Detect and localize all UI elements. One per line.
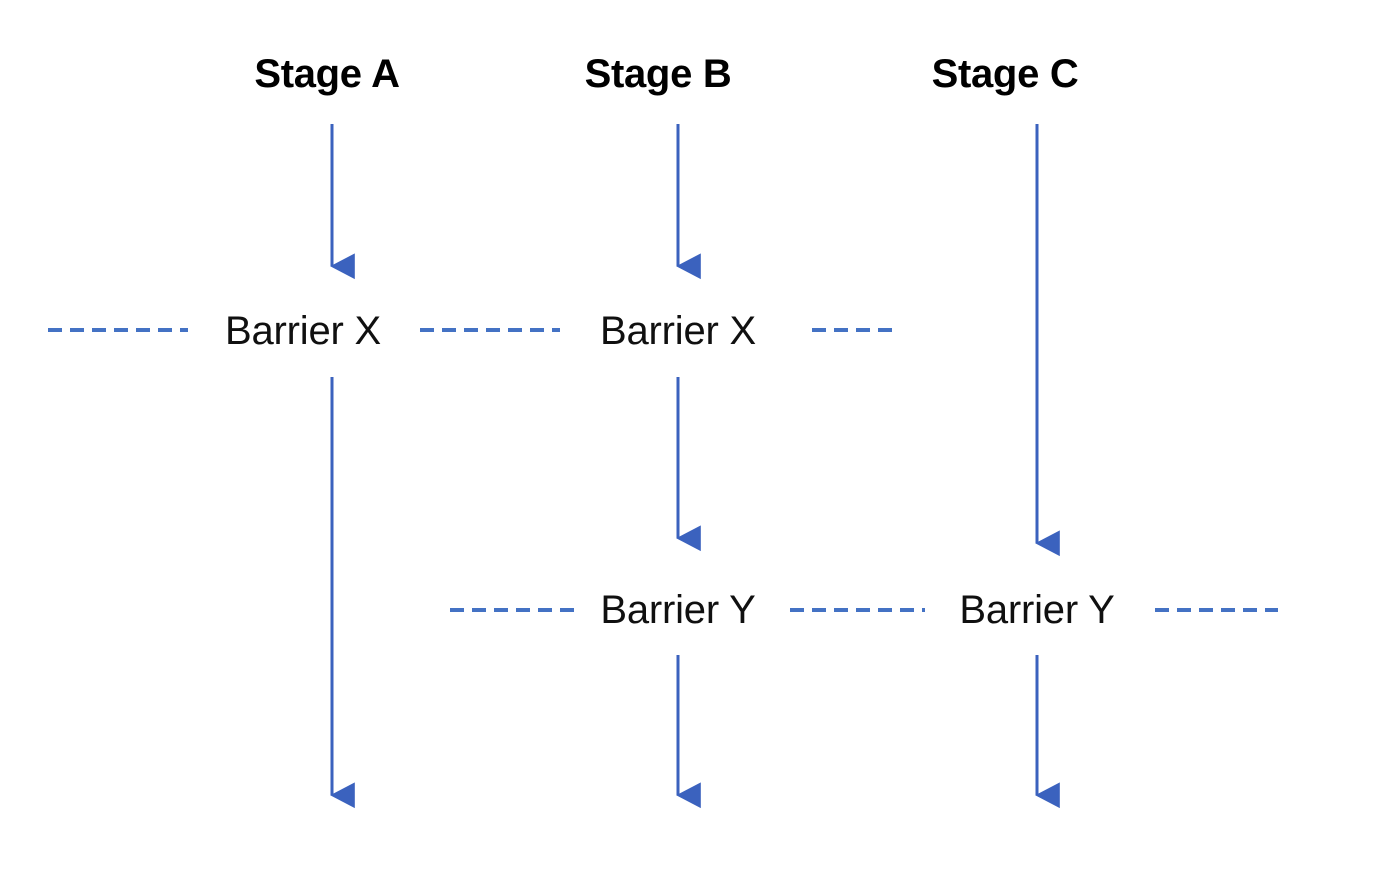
barrier-label-c-y: Barrier Y <box>949 588 1125 632</box>
barrier-label-b-x: Barrier X <box>589 309 767 353</box>
barrier-label-b-y: Barrier Y <box>590 588 766 632</box>
dashed-connector-layer <box>48 328 1278 612</box>
barrier-label-a-x: Barrier X <box>214 309 392 353</box>
arrow-layer <box>330 124 1060 809</box>
stage-header-stage-a: Stage A <box>254 52 400 96</box>
stage-header-stage-b: Stage B <box>584 52 732 96</box>
stage-header-stage-c: Stage C <box>931 52 1079 96</box>
